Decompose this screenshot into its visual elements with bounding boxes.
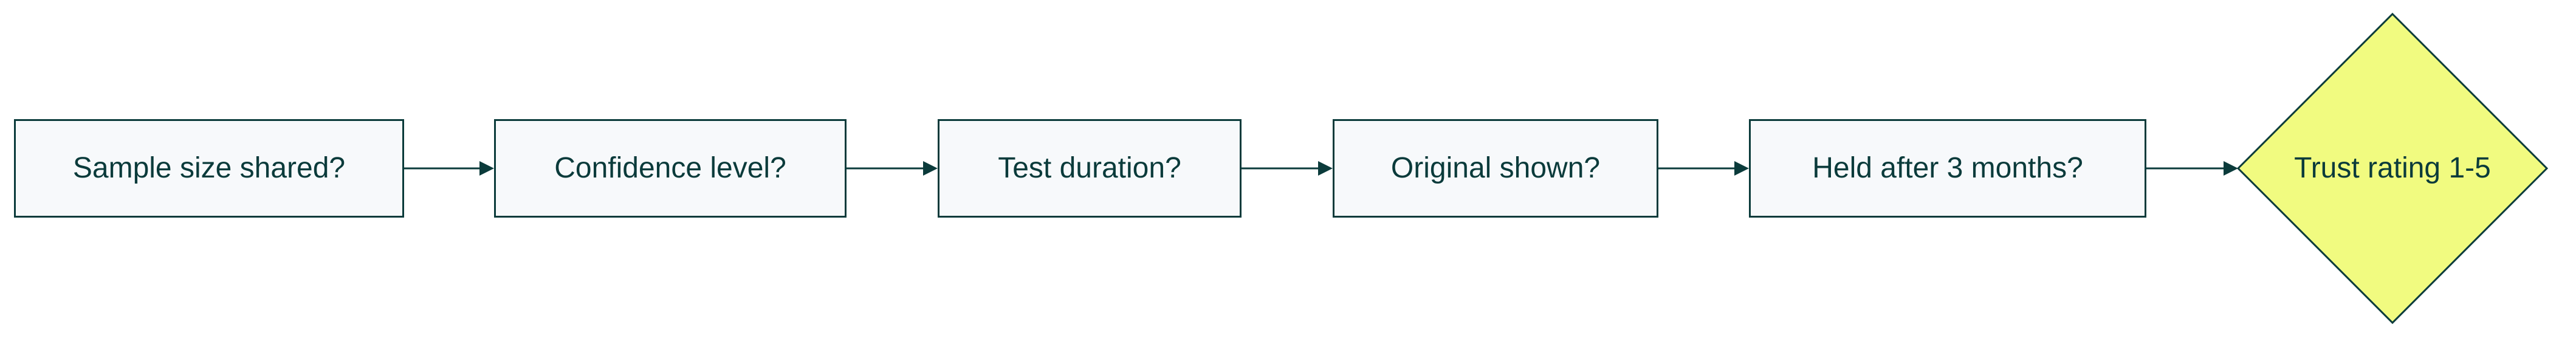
step-held-after-3-months[interactable]: Held after 3 months?	[1749, 119, 2146, 218]
step-label: Confidence level?	[554, 152, 786, 184]
decision-diamond-shape[interactable]	[2236, 12, 2549, 325]
step-label: Test duration?	[998, 152, 1181, 184]
arrowhead-icon	[1318, 161, 1333, 176]
arrowhead-icon	[1734, 161, 1749, 176]
step-confidence-level[interactable]: Confidence level?	[494, 119, 847, 218]
arrowhead-icon	[479, 161, 494, 176]
step-sample-size-shared[interactable]: Sample size shared?	[14, 119, 404, 218]
decision-trust-rating-label: Trust rating 1-5	[2294, 152, 2491, 184]
arrowhead-icon	[923, 161, 938, 176]
step-label: Sample size shared?	[72, 152, 346, 184]
step-label: Held after 3 months?	[1812, 152, 2083, 184]
step-test-duration[interactable]: Test duration?	[938, 119, 1242, 218]
step-label: Original shown?	[1390, 152, 1601, 184]
edges	[404, 161, 2238, 176]
arrowhead-icon	[2224, 161, 2238, 176]
step-original-shown[interactable]: Original shown?	[1333, 119, 1658, 218]
